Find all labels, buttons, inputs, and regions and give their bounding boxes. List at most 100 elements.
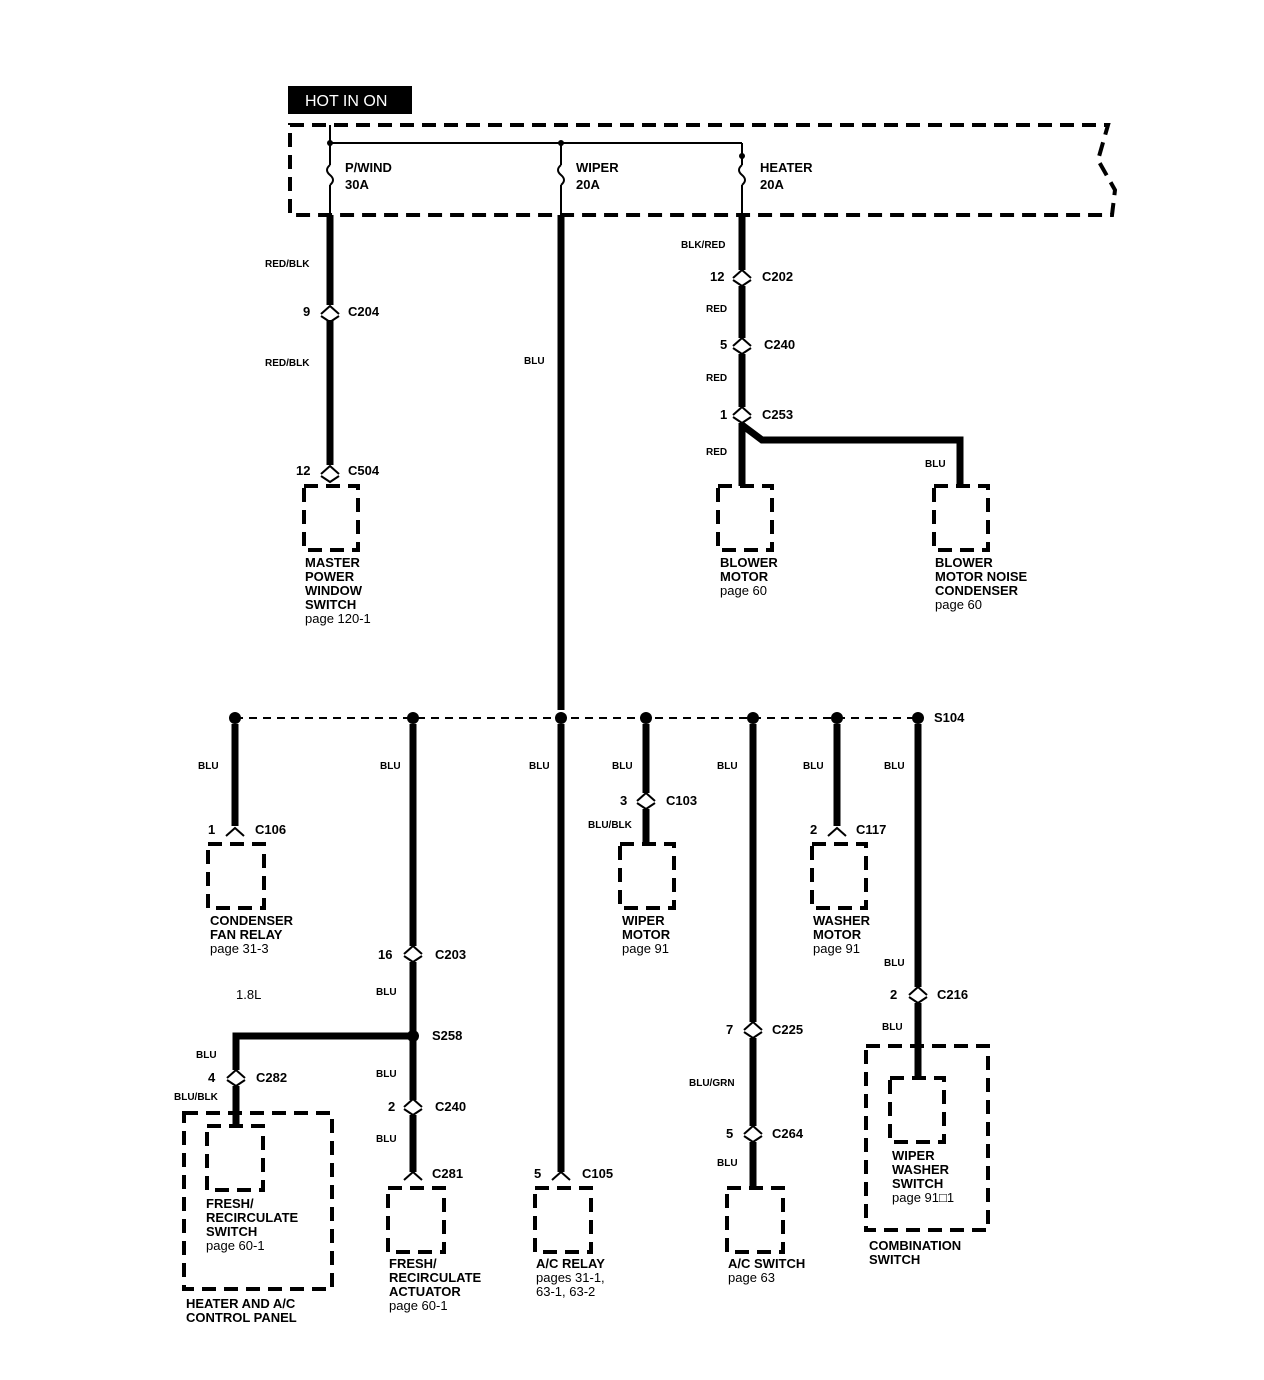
washer-motor-l2: MOTOR xyxy=(813,927,862,942)
wire-label-red-blk-2: RED/BLK xyxy=(265,358,310,369)
connector-c105-symbol xyxy=(551,1170,571,1181)
wire-label-blu-240b: BLU xyxy=(376,1134,397,1145)
connector-c203-symbol xyxy=(403,944,423,964)
connector-c204-pin: 9 xyxy=(303,304,310,319)
wire-label-blu-comb-1: BLU xyxy=(884,761,905,772)
connector-c106-symbol xyxy=(225,826,245,837)
connector-c504-pin: 12 xyxy=(296,463,310,478)
wire-label-red-blk-1: RED/BLK xyxy=(265,259,310,270)
connector-c117-id: C117 xyxy=(856,822,886,837)
splice-s258-label: S258 xyxy=(432,1028,462,1043)
fuse-pwind xyxy=(326,125,334,215)
connector-c103-symbol xyxy=(636,791,656,811)
connector-c282-symbol xyxy=(226,1068,246,1088)
connector-c240b-id: C240 xyxy=(435,1099,466,1114)
master-window-l2: POWER xyxy=(305,569,355,584)
ac-switch-box xyxy=(725,1186,785,1254)
condenser-relay-page: page 31-3 xyxy=(210,941,269,956)
connector-c225-id: C225 xyxy=(772,1022,803,1037)
connector-c203-pin: 16 xyxy=(378,947,392,962)
connector-c203-id: C203 xyxy=(435,947,466,962)
connector-c216-symbol xyxy=(908,985,928,1005)
wire-label-blk-red: BLK/RED xyxy=(681,240,725,251)
blower-motor-box xyxy=(716,484,774,552)
wire-label-blu-grn: BLU/GRN xyxy=(689,1078,735,1089)
washer-motor-box xyxy=(810,842,868,910)
wiper-motor-page: page 91 xyxy=(622,941,669,956)
ac-relay-page2: 63-1, 63-2 xyxy=(536,1284,595,1299)
connector-c253-id: C253 xyxy=(762,407,793,422)
wire-label-blu-main: BLU xyxy=(524,356,545,367)
ac-relay-box xyxy=(533,1186,593,1254)
connector-c240a-symbol xyxy=(732,336,752,356)
wire-label-blu-cond-relay: BLU xyxy=(198,761,219,772)
wire-blu-condenser xyxy=(739,422,964,486)
wiper-washer-l1: WIPER xyxy=(892,1148,935,1163)
wire-label-red-2: RED xyxy=(706,373,727,384)
master-window-page: page 120-1 xyxy=(305,611,371,626)
fresh-switch-l3: SWITCH xyxy=(206,1224,257,1239)
connector-c216-pin: 2 xyxy=(890,987,897,1002)
connector-c105-pin: 5 xyxy=(534,1166,541,1181)
connector-c225-pin: 7 xyxy=(726,1022,733,1037)
blower-condenser-l3: CONDENSER xyxy=(935,583,1019,598)
connector-c240b-symbol xyxy=(403,1097,423,1117)
condenser-relay-box xyxy=(206,842,266,910)
connector-c117-pin: 2 xyxy=(810,822,817,837)
wire-label-blu-condenser: BLU xyxy=(925,459,946,470)
hot-in-on-header-box xyxy=(288,86,412,114)
heater-panel-box xyxy=(182,1111,334,1291)
wire-label-red-3: RED xyxy=(706,447,727,458)
blower-condenser-box xyxy=(932,484,990,552)
wire-label-blu-264: BLU xyxy=(717,1158,738,1169)
splice-dots xyxy=(229,712,924,724)
fuse-wiper xyxy=(557,140,565,215)
condenser-relay-l1: CONDENSER xyxy=(210,913,294,928)
fuse-pwind-name: P/WIND xyxy=(345,160,392,175)
blower-motor-page: page 60 xyxy=(720,583,767,598)
ac-switch-page: page 63 xyxy=(728,1270,775,1285)
connector-c103-pin: 3 xyxy=(620,793,627,808)
fresh-actuator-page: page 60-1 xyxy=(389,1298,448,1313)
connector-c117-symbol xyxy=(827,826,847,837)
blower-motor-l1: BLOWER xyxy=(720,555,778,570)
fresh-actuator-l1: FRESH/ xyxy=(389,1256,437,1271)
fuse-heater xyxy=(738,143,746,215)
connector-c204-symbol xyxy=(320,304,340,324)
wiper-washer-l2: WASHER xyxy=(892,1162,950,1177)
connector-c240a-id: C240 xyxy=(764,337,795,352)
splice-s104-label: S104 xyxy=(934,710,965,725)
wiper-motor-box xyxy=(618,842,676,910)
connector-c103-id: C103 xyxy=(666,793,697,808)
blower-condenser-l2: MOTOR NOISE xyxy=(935,569,1028,584)
blower-condenser-l1: BLOWER xyxy=(935,555,993,570)
wire-label-blu-comb-2: BLU xyxy=(884,958,905,969)
fuse-heater-name: HEATER xyxy=(760,160,813,175)
ac-relay-l1: A/C RELAY xyxy=(536,1256,605,1271)
heater-panel-l1: HEATER AND A/C xyxy=(186,1296,296,1311)
connector-c253-pin: 1 xyxy=(720,407,727,422)
connector-c202-pin: 12 xyxy=(710,269,724,284)
master-window-l3: WINDOW xyxy=(305,583,363,598)
wire-label-blu-washer: BLU xyxy=(803,761,824,772)
wire-blu-282 xyxy=(232,1032,413,1070)
combination-l2: SWITCH xyxy=(869,1252,920,1267)
fresh-switch-l1: FRESH/ xyxy=(206,1196,254,1211)
wiper-motor-l2: MOTOR xyxy=(622,927,671,942)
wire-label-blu-acswitch: BLU xyxy=(717,761,738,772)
fuse-wiper-name: WIPER xyxy=(576,160,619,175)
fuse-pwind-rating: 30A xyxy=(345,177,369,192)
wire-label-blu-203: BLU xyxy=(376,987,397,998)
condenser-relay-l2: FAN RELAY xyxy=(210,927,283,942)
connector-c202-id: C202 xyxy=(762,269,793,284)
master-window-l4: SWITCH xyxy=(305,597,356,612)
fresh-switch-l2: RECIRCULATE xyxy=(206,1210,299,1225)
heater-panel-l2: CONTROL PANEL xyxy=(186,1310,297,1325)
connector-c264-id: C264 xyxy=(772,1126,804,1141)
combination-switch-box xyxy=(864,1044,990,1232)
master-window-switch-box xyxy=(302,484,360,552)
wire-label-blu-blk-282: BLU/BLK xyxy=(174,1092,219,1103)
fuse-box-outline xyxy=(288,123,1118,217)
connector-c264-symbol xyxy=(743,1124,763,1144)
